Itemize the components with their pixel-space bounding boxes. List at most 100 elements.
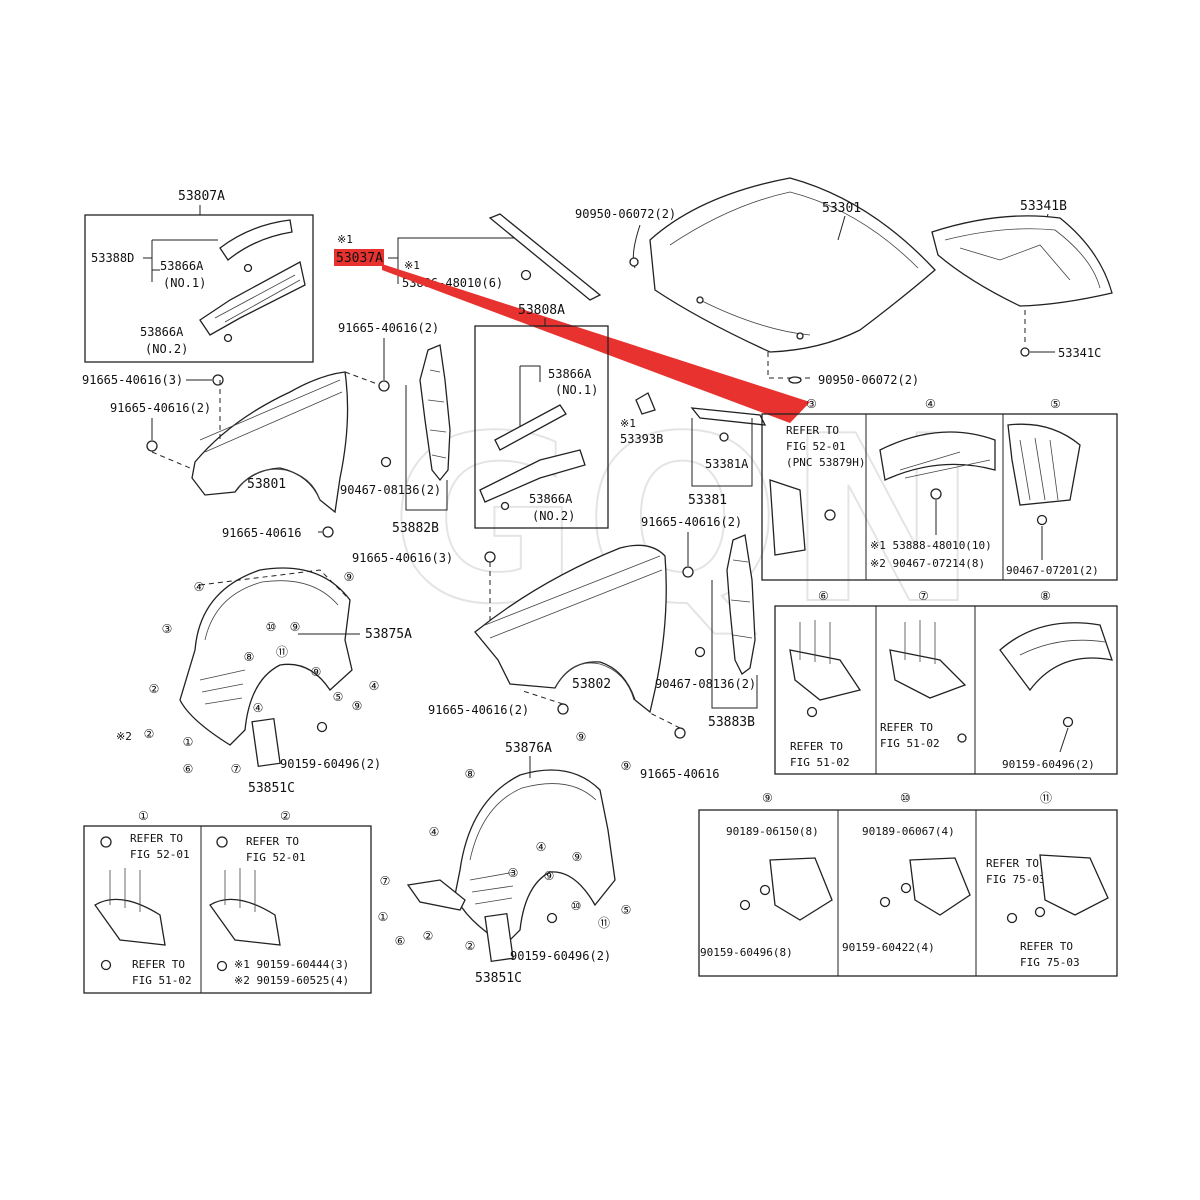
mark1-c: ※1 <box>620 417 636 430</box>
group-53807A: 53807A 53388D 53866A (NO.1) 53866A (NO.2… <box>84 189 314 363</box>
clip-icon <box>100 836 112 848</box>
group-53037A: ※1 53037A ※1 53886-48010(6) <box>334 213 810 423</box>
seal-strip-part <box>494 404 567 451</box>
detail11-line2: FIG 75-03 <box>986 873 1046 886</box>
callout-number: ④ <box>536 840 547 854</box>
nut-icon <box>759 884 771 896</box>
detail-no-9: ⑨ <box>762 791 773 805</box>
liner-detail-part <box>1007 423 1081 506</box>
hood-part <box>649 177 936 353</box>
group-53882B: 90467-08136(2) 53882B <box>340 344 451 536</box>
fender-53802: 53802 <box>474 544 667 714</box>
label-53876A: 53876A <box>505 741 552 756</box>
detail11-line1: REFER TO <box>986 857 1039 870</box>
callout-number: ⑤ <box>333 690 344 704</box>
group-53808A: 53808A 53866A (NO.1) 53866A (NO.2) <box>474 303 609 529</box>
watermark: GQN <box>390 388 985 655</box>
clip-icon <box>520 269 532 281</box>
liner-detail-part <box>94 898 166 946</box>
cushion-part <box>635 392 656 415</box>
bolt-icon <box>322 526 334 538</box>
callout-number: ⑨ <box>576 730 587 744</box>
label-53381: 53381 <box>688 493 727 508</box>
nut-icon <box>900 882 912 894</box>
detail1-line2: FIG 52-01 <box>130 848 190 861</box>
label-53037A: 53037A <box>336 251 383 266</box>
label-53807A: 53807A <box>178 189 225 204</box>
clip-icon <box>1020 347 1030 357</box>
detail9-line1: 90189-06150(8) <box>726 825 819 838</box>
liner-detail-part <box>879 431 996 481</box>
label-90950-b: 90950-06072(2) <box>818 373 919 387</box>
clip-icon <box>719 432 729 442</box>
bolt-icon <box>484 551 496 563</box>
detail10-line1: 90189-06067(4) <box>862 825 955 838</box>
detail6-line1: REFER TO <box>790 740 843 753</box>
detail7-line2: FIG 51-02 <box>880 737 940 750</box>
bolt-icon <box>212 374 224 386</box>
liner-detail-part <box>889 649 967 699</box>
detail-no-3: ③ <box>806 397 817 411</box>
group-53341B: 53341B 53341C <box>931 199 1113 360</box>
detail2-line3: ※1 90159-60444(3) <box>234 958 349 971</box>
label-53802: 53802 <box>572 677 611 692</box>
detail4-line2: ※2 90467-07214(8) <box>870 557 985 570</box>
bolt-icon <box>739 899 751 911</box>
liner-detail-part <box>789 649 862 701</box>
callout-number: ④ <box>253 701 264 715</box>
label-91665-single-b: 91665-40616 <box>640 767 719 781</box>
label-91665-2d: 91665-40616(2) <box>428 703 529 717</box>
clip-icon <box>223 333 233 343</box>
liner-detail-part <box>999 622 1113 692</box>
mudguard-part <box>484 912 514 963</box>
callout-number: ④ <box>194 580 205 594</box>
detail-row-91011: ⑨ ⑩ ⑪ 90189-06150(8) 90159-60496(8) 9018… <box>698 791 1118 977</box>
highlight-pointer <box>382 264 810 423</box>
bolt-icon <box>1036 514 1048 526</box>
detail1-line4: FIG 51-02 <box>132 974 192 987</box>
callout-number: ② <box>149 682 160 696</box>
detail11-line4: FIG 75-03 <box>1020 956 1080 969</box>
detail-no-10: ⑩ <box>900 791 911 805</box>
group-53876A: 53876A 90159-60496(2) 53851C <box>406 741 616 986</box>
label-91665-3: 91665-40616(3) <box>82 373 183 387</box>
callout-number: ⑨ <box>621 759 632 773</box>
liner-detail-part <box>209 898 281 946</box>
callout-number: ⑨ <box>352 699 363 713</box>
callout-number: ② <box>144 727 155 741</box>
callout-number: ⑨ <box>311 665 322 679</box>
label-no1-b: (NO.1) <box>555 383 598 397</box>
detail11-line3: REFER TO <box>1020 940 1073 953</box>
detail2-line4: ※2 90159-60525(4) <box>234 974 349 987</box>
detail5-line1: 90467-07201(2) <box>1006 564 1099 577</box>
callout-number: ⑩ <box>266 620 277 634</box>
group-53875A: 53875A 90159-60496(2) 53851C ※2 <box>116 567 412 796</box>
label-90467-2a: 90467-08136(2) <box>340 483 441 497</box>
group-53301: 90950-06072(2) 53301 90950-06072(2) <box>575 177 936 387</box>
liner-piece-part <box>406 879 466 911</box>
callout-number: ③ <box>162 622 173 636</box>
label-91665-single-a: 91665-40616 <box>222 526 301 540</box>
callout-number: ① <box>183 735 194 749</box>
fender-liner-part <box>454 769 616 946</box>
label-53341C: 53341C <box>1058 346 1101 360</box>
label-53866A-a: 53866A <box>160 259 204 273</box>
callout-number: ⑤ <box>621 903 632 917</box>
liner-detail-part <box>1039 854 1109 916</box>
detail-no-4: ④ <box>925 397 936 411</box>
mark1-top: ※1 <box>337 233 353 246</box>
detail-no-1: ① <box>138 809 149 823</box>
label-53875A: 53875A <box>365 627 412 642</box>
fender-bracket-part <box>726 534 756 675</box>
callout-number: ⑥ <box>183 762 194 776</box>
box-53807A <box>84 214 314 363</box>
mark2: ※2 <box>116 730 132 743</box>
clip-icon <box>216 836 228 848</box>
detail6-line2: FIG 51-02 <box>790 756 850 769</box>
fender-protector-part <box>199 261 306 336</box>
detail-no-6: ⑥ <box>818 589 829 603</box>
label-53866A-c: 53866A <box>548 367 592 381</box>
label-53882B: 53882B <box>392 521 439 536</box>
